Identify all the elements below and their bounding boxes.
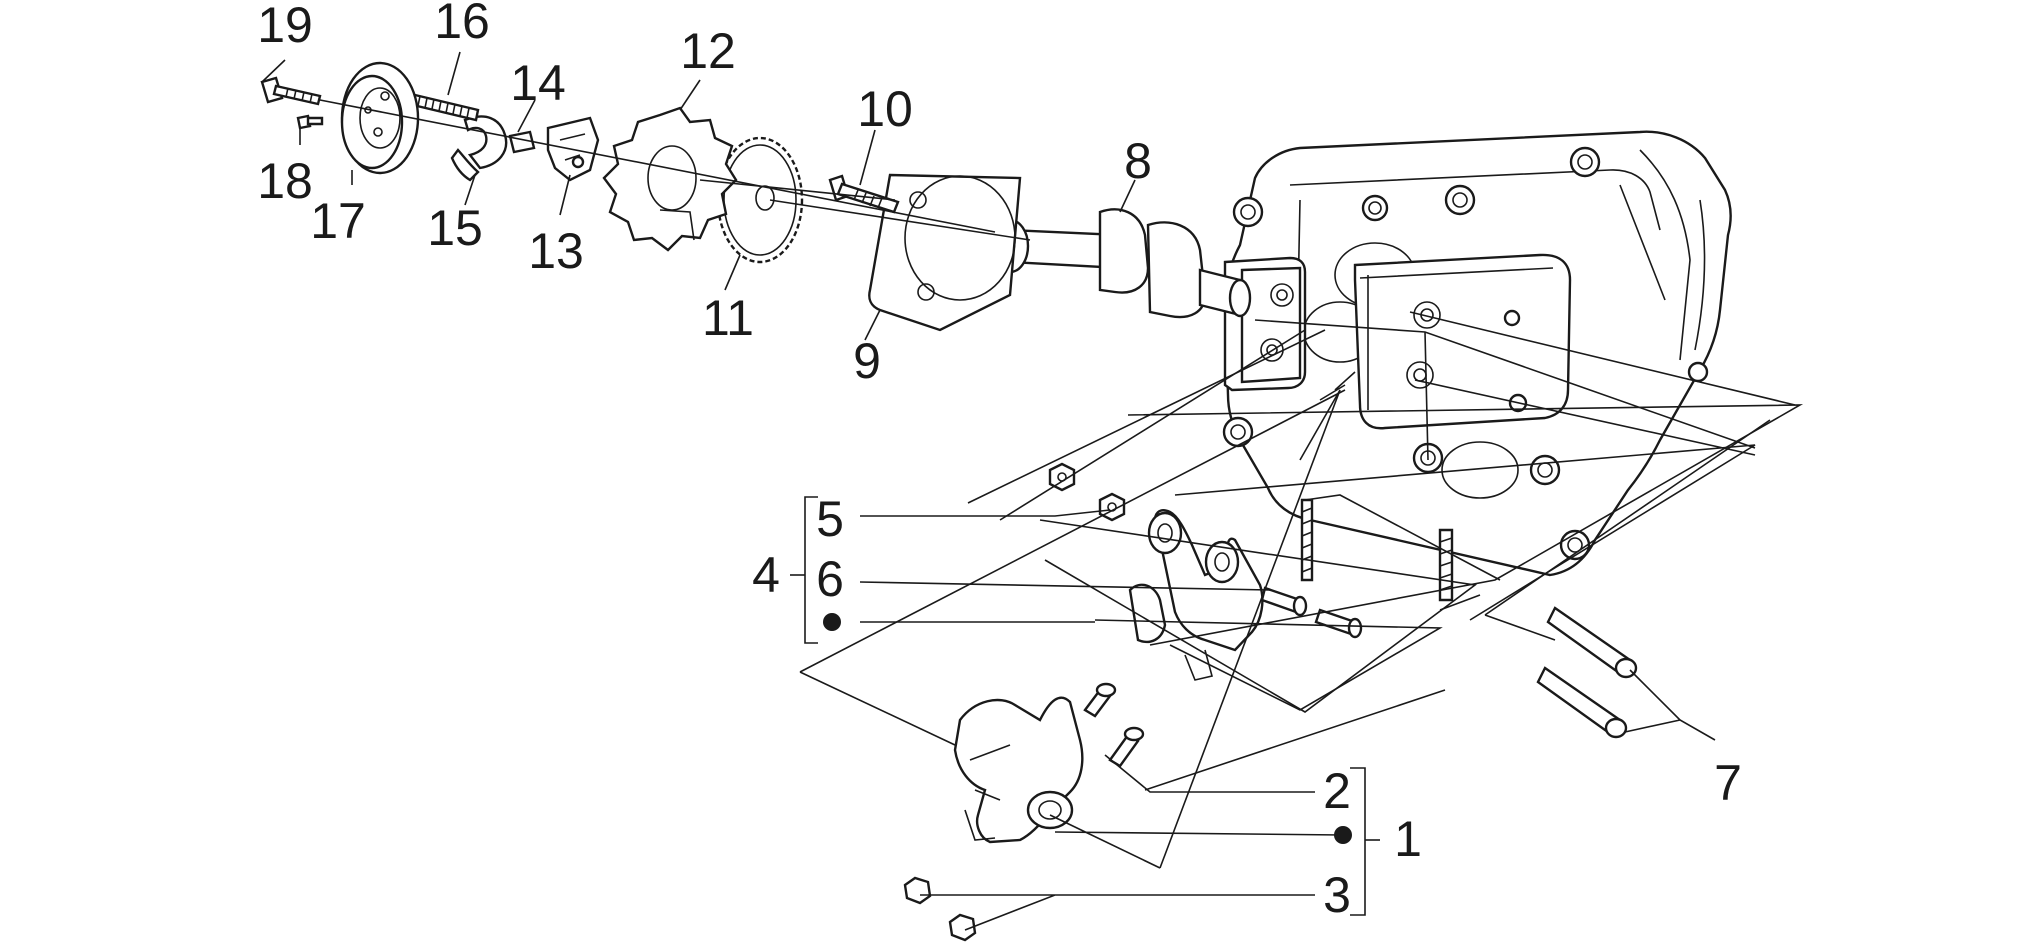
cylinder-head xyxy=(1222,130,1732,602)
pin-14 xyxy=(508,130,536,154)
adjuster-screws-lower xyxy=(1083,682,1145,768)
callout-17: 17 xyxy=(310,193,366,249)
callout-8: 8 xyxy=(1124,133,1152,189)
callout-15: 15 xyxy=(427,200,483,256)
callout-2: 2 xyxy=(1323,763,1351,819)
callout-9: 9 xyxy=(853,333,881,389)
callout-5: 5 xyxy=(816,491,844,547)
callout-7: 7 xyxy=(1714,755,1742,811)
adjuster-screws-upper xyxy=(1260,586,1363,639)
callout-13: 13 xyxy=(528,223,584,279)
callout-19: 19 xyxy=(257,0,313,53)
bolt-19 xyxy=(260,76,322,106)
callout-3: 3 xyxy=(1323,867,1351,923)
callout-1: 1 xyxy=(1394,811,1422,867)
callout-18: 18 xyxy=(257,153,313,209)
callout-16: 16 xyxy=(434,0,490,49)
cam-sprocket xyxy=(716,136,804,264)
leader-lines xyxy=(261,51,1716,931)
callout-10: 10 xyxy=(857,81,913,137)
spring-clip-15 xyxy=(450,115,508,182)
spring-16 xyxy=(411,93,480,122)
callout-4: 4 xyxy=(752,547,780,603)
bullet-dot-lower xyxy=(1334,826,1352,844)
disc-17 xyxy=(340,61,420,175)
nuts-3 xyxy=(903,876,977,942)
nuts-5 xyxy=(1048,462,1126,522)
callout-14: 14 xyxy=(510,55,566,111)
callout-11: 11 xyxy=(702,290,754,346)
rocker-arm-lower xyxy=(953,696,1084,844)
assembly-lines xyxy=(319,99,1804,869)
cam-cover-plate xyxy=(868,173,1022,332)
callout-labels: 19 18 17 16 14 15 13 12 11 10 9 8 5 4 6 … xyxy=(257,0,1742,923)
camshaft xyxy=(990,208,1252,319)
screw-18 xyxy=(296,114,324,130)
callout-6: 6 xyxy=(816,551,844,607)
callout-12: 12 xyxy=(680,23,736,79)
dowel-pins xyxy=(1536,606,1638,739)
rocker-arm-upper xyxy=(1128,509,1264,681)
group-brackets xyxy=(790,496,1380,916)
decompressor-gear xyxy=(602,106,738,252)
bullet-dot-upper xyxy=(823,613,841,631)
